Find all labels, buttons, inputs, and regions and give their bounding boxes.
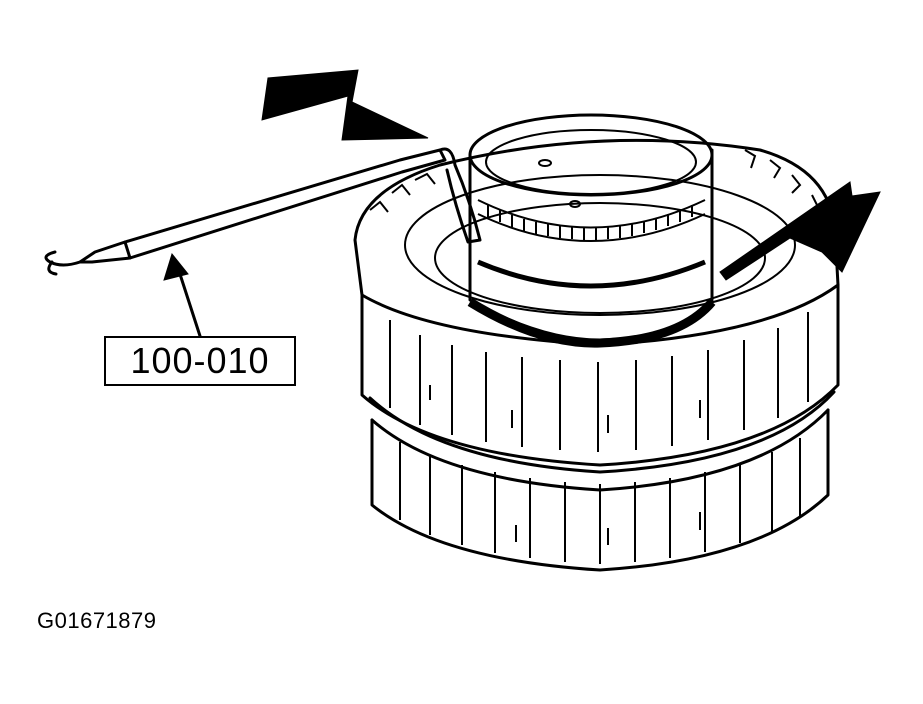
lower-spline-teeth: [399, 438, 801, 564]
hook-tool-icon: [44, 147, 482, 276]
seal-ring: [467, 259, 716, 348]
tool-callout-box: 100-010: [104, 336, 296, 386]
upper-spline-teeth: [389, 312, 809, 452]
callout-leader-arrow: [163, 252, 202, 338]
indicator-arrow-right: [719, 181, 881, 281]
indicator-arrow-left: [261, 69, 429, 141]
tool-number-label: 100-010: [130, 340, 270, 381]
rim-teeth: [369, 149, 820, 214]
figure-id-label: G01671879: [37, 608, 157, 633]
clutch-drum-assembly: [353, 113, 840, 572]
